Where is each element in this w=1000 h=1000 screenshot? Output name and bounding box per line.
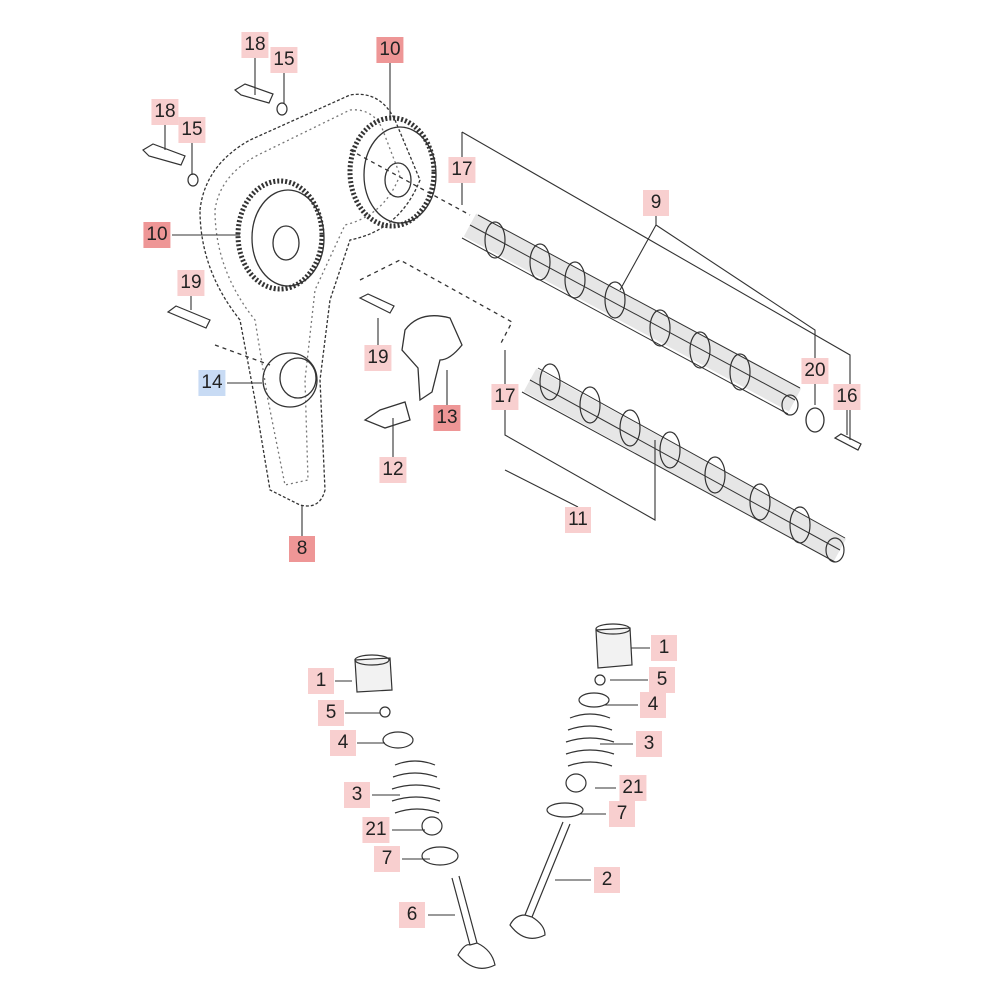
tensioner-spring (363, 401, 411, 429)
callout-18[interactable]: 18 (151, 99, 179, 125)
callout-4[interactable]: 4 (640, 692, 666, 718)
callout-3[interactable]: 3 (344, 782, 370, 808)
washer-20 (805, 407, 825, 433)
callout-15[interactable]: 15 (270, 47, 298, 73)
callout-6[interactable]: 6 (399, 902, 425, 928)
callout-17[interactable]: 17 (448, 157, 476, 183)
callout-10[interactable]: 10 (143, 222, 171, 248)
callout-11[interactable]: 11 (565, 507, 591, 533)
timing-belt (199, 93, 421, 507)
valve-assembly-right (509, 623, 633, 939)
callout-8[interactable]: 8 (289, 536, 315, 562)
callout-10[interactable]: 10 (376, 37, 404, 63)
callout-14[interactable]: 14 (198, 370, 226, 396)
camshaft-sprocket-upper (347, 115, 437, 229)
camshaft-upper (461, 213, 802, 416)
bolts (142, 83, 862, 451)
callout-1[interactable]: 1 (651, 635, 677, 661)
callout-3[interactable]: 3 (636, 731, 662, 757)
callout-19[interactable]: 19 (364, 345, 392, 371)
callout-5[interactable]: 5 (318, 700, 344, 726)
camshaft-lower (521, 363, 847, 563)
callout-20[interactable]: 20 (801, 358, 829, 384)
callout-7[interactable]: 7 (374, 846, 400, 872)
callout-12[interactable]: 12 (379, 457, 407, 483)
callout-21[interactable]: 21 (362, 817, 390, 843)
callout-9[interactable]: 9 (643, 190, 669, 216)
camshaft-sprocket-lower (235, 178, 325, 292)
tensioner-arm (401, 315, 463, 402)
callout-17[interactable]: 17 (491, 384, 519, 410)
callout-1[interactable]: 1 (308, 668, 334, 694)
leader-lines (164, 58, 851, 916)
callout-19[interactable]: 19 (177, 270, 205, 296)
callout-7[interactable]: 7 (609, 801, 635, 827)
callout-16[interactable]: 16 (833, 384, 861, 410)
valve-assembly-left (354, 654, 496, 969)
callout-15[interactable]: 15 (178, 117, 206, 143)
callout-5[interactable]: 5 (649, 667, 675, 693)
callout-21[interactable]: 21 (619, 775, 647, 801)
callout-4[interactable]: 4 (330, 730, 356, 756)
tensioner-pulley (262, 352, 318, 408)
callout-2[interactable]: 2 (594, 867, 620, 893)
callout-13[interactable]: 13 (433, 405, 461, 431)
callout-18[interactable]: 18 (241, 32, 269, 58)
